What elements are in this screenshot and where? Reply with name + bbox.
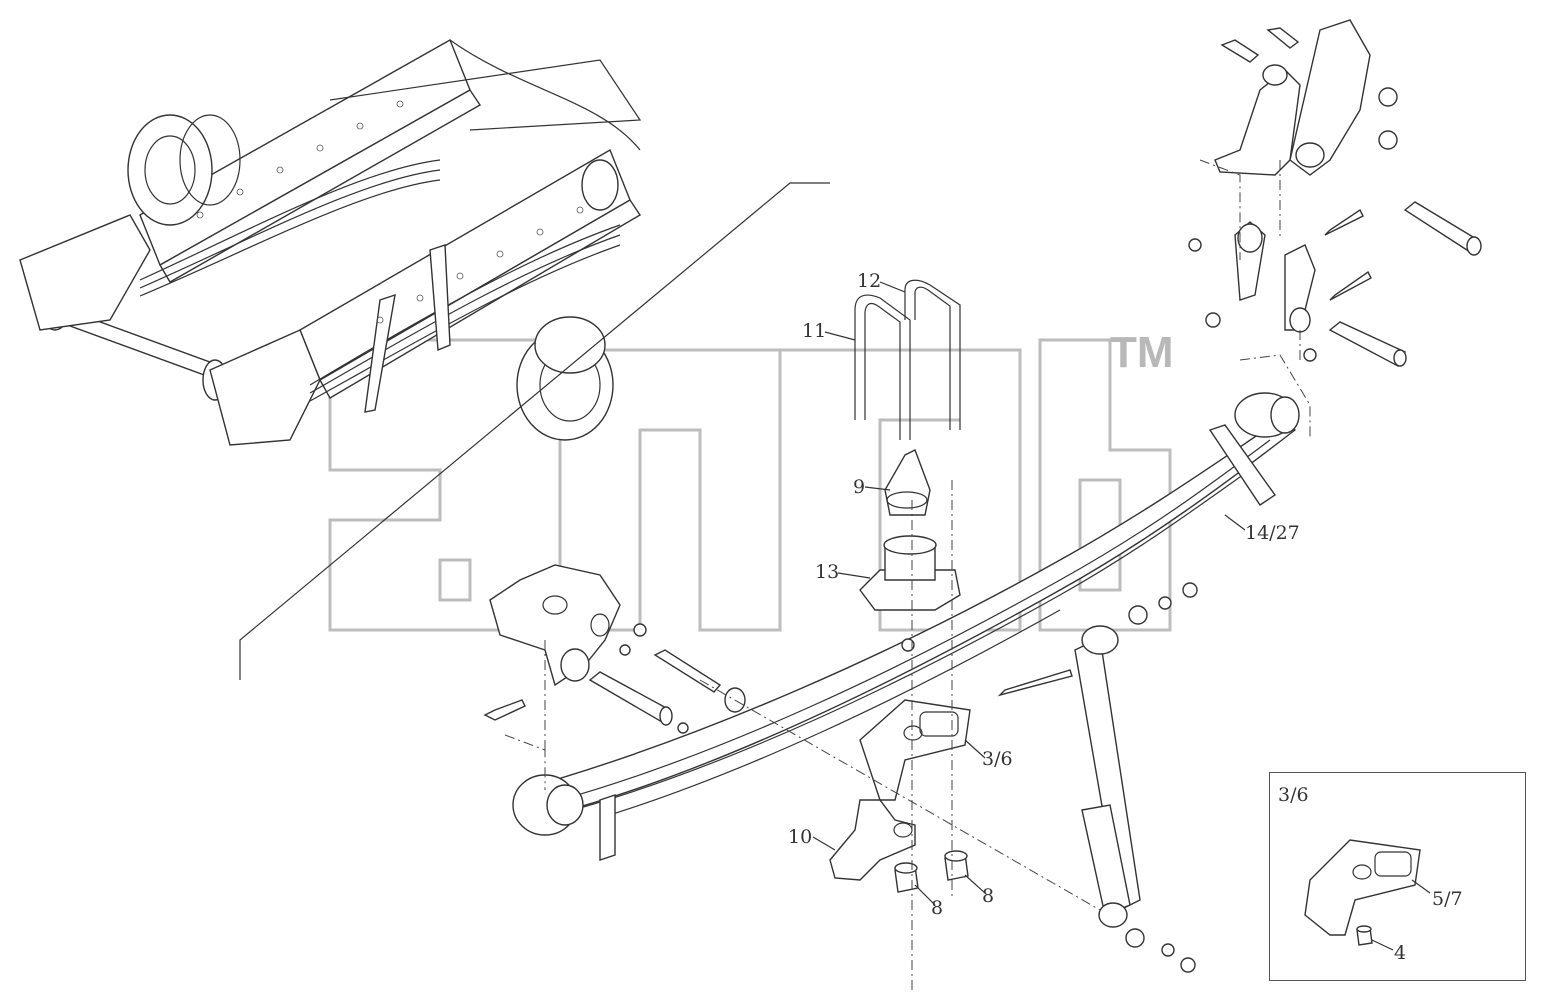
rear-hanger-bracket [1214,19,1482,256]
u-bolt-11 [854,294,911,440]
bump-stop-9 [884,449,931,516]
trademark-symbol: TM [1110,328,1174,377]
callout-4: 4 [1394,942,1407,964]
callout-3-6: 3/6 [982,748,1013,770]
callout-5-7: 5/7 [1432,888,1463,910]
bushings-8 [894,850,969,893]
callout-12: 12 [857,270,882,292]
u-bolt-12 [904,279,961,430]
chassis-assembly-view [19,38,642,446]
callout-8-right: 8 [982,885,995,907]
callout-11: 11 [802,320,827,342]
spacer-13 [859,535,961,611]
shock-absorber [901,582,1198,973]
front-fasteners [483,623,746,734]
inset-title: 3/6 [1278,784,1309,806]
callout-14-27: 14/27 [1245,522,1300,544]
leaf-spring [512,392,1300,861]
callout-13: 13 [815,561,840,583]
callout-10: 10 [788,826,813,848]
inset-detail-3-6 [1304,839,1431,951]
view-leader-line [239,182,830,680]
callout-9: 9 [853,476,866,498]
callout-8-left: 8 [931,897,944,919]
shackle [1188,208,1407,367]
axle-seat-3-6 [859,699,971,801]
alignment-lines [504,159,1311,990]
callout-leaders [812,281,1246,906]
inset-frame [1269,772,1526,981]
front-hanger-bracket [489,564,621,687]
